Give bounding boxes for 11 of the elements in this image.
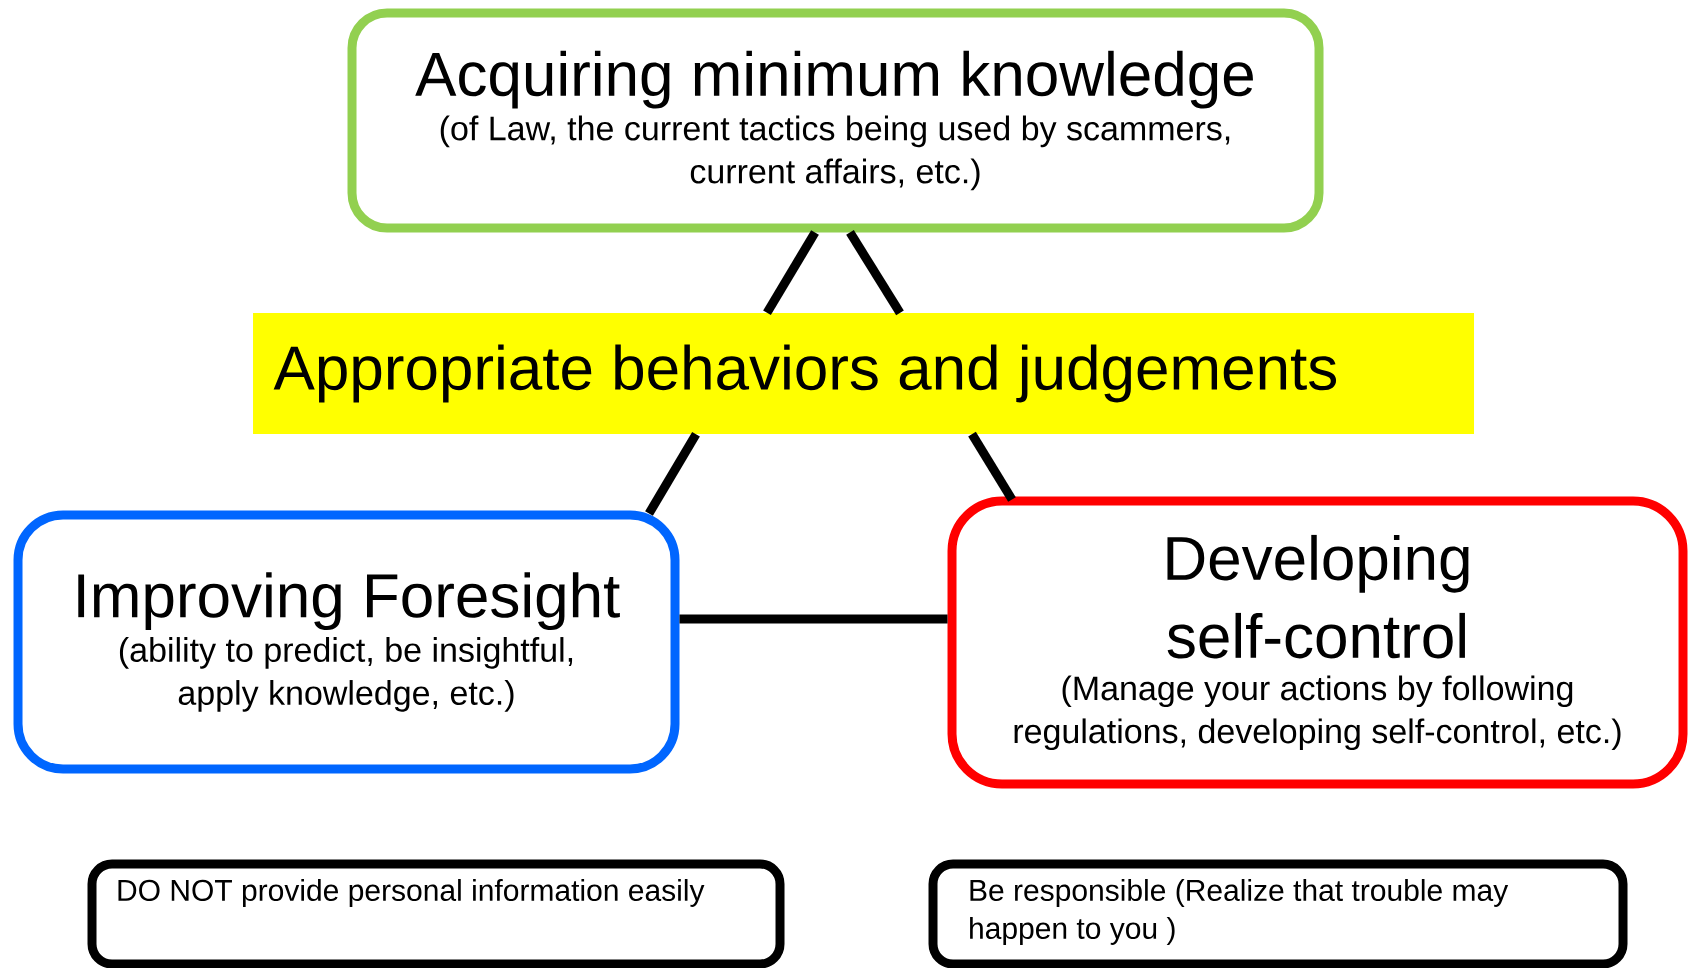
- connector-line: [763, 230, 819, 316]
- concept-box: Acquiring minimum knowledge (of Law, the current tactics being used by scammers, current affairs, etc.): [347, 8, 1324, 233]
- concept-box: Developing self-control (Manage your actions by following regulations, developing self-control, etc.): [947, 496, 1688, 789]
- note-box: Be responsible (Realize that trouble may happen to you ): [928, 859, 1628, 968]
- connector-line: [968, 431, 1016, 502]
- connector-line: [846, 230, 904, 316]
- concept-box: Improving Foresight (ability to predict, be insightful, apply knowledge, etc.): [13, 510, 680, 774]
- note-box: DO NOT provide personal information easily: [87, 859, 785, 968]
- connector-line: [679, 614, 948, 624]
- connector-line: [645, 431, 700, 516]
- highlight-band: Appropriate behaviors and judgements: [253, 313, 1474, 434]
